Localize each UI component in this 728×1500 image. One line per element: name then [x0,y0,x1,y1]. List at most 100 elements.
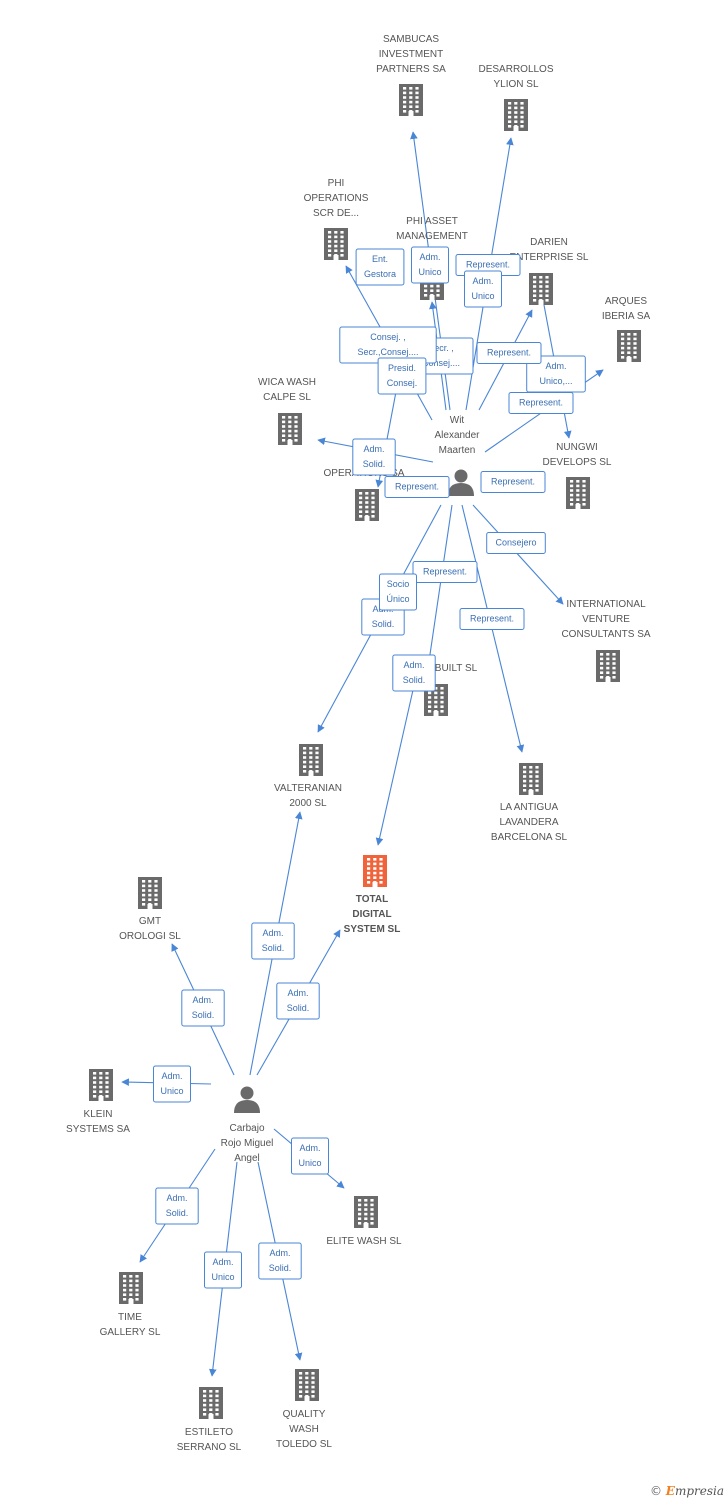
edge-label-text: Adm.Solid. [269,1248,292,1273]
edge-label-wit-to-darien[interactable]: Adm.Unico [464,270,502,308]
edge-label-wit-to-ivc[interactable]: Consejero [486,532,546,554]
edge-label-wit-to-total[interactable]: Adm.Solid. [392,654,436,692]
building-icon [355,489,379,521]
edge-label-extra-3[interactable]: Represent. [476,342,542,364]
brand-logo: Empresia [665,1484,724,1498]
node-label: ELITE WASH SL [326,1236,402,1247]
building-icon [519,763,543,795]
building-icon [278,413,302,445]
edge-label-wit-to-built[interactable]: Represent. [412,561,478,583]
edge-label-carbajo-to-gmt[interactable]: Adm.Solid. [181,989,225,1027]
edge-label-wit-to-phi_ops[interactable]: Ent.Gestora [355,248,405,286]
building-icon [138,877,162,909]
building-icon [89,1069,113,1101]
edge-label-extra-1[interactable]: Represent. [480,471,546,493]
node-label: BUILT SL [435,663,478,674]
edge-label-text: Secr. ,Consej.... [422,343,460,368]
footer-brand[interactable]: © Empresia [650,1484,724,1498]
edge-label-text: Adm.Unico [298,1143,321,1168]
edge-label-wit-to-sambucas[interactable]: Adm.Unico [411,246,449,284]
copyright-symbol: © [649,1484,662,1498]
building-icon [354,1196,378,1228]
building-icon [529,273,553,305]
edge-label-wit-to-arques[interactable]: Represent. [508,392,574,414]
edge-label-text: Adm.Solid. [166,1193,189,1218]
building-icon [324,228,348,260]
edge-label-carbajo-to-quality[interactable]: Adm.Solid. [258,1242,302,1280]
edge-label-text: Represent. [470,614,514,624]
edge-label-text: Adm.Unico,... [539,361,572,386]
person-icon [234,1086,260,1113]
edge-label-text: Represent. [519,398,563,408]
edge-label-text: Adm.Unico [160,1071,183,1096]
building-icon [504,99,528,131]
node-elite[interactable]: ELITE WASH SL [326,1196,402,1247]
building-icon [299,744,323,776]
edge-label-extra-2[interactable]: Adm.Solid. [352,438,396,476]
edge-label-text: Represent. [487,348,531,358]
building-icon [566,477,590,509]
edge-label-text: Represent. [466,260,510,270]
building-icon [199,1387,223,1419]
edge-label-text: Presid.Consej. [387,363,418,388]
building-icon [596,650,620,682]
edge-label-carbajo-to-valteranian[interactable]: Adm.Solid. [251,922,295,960]
edge-label-text: Represent. [395,482,439,492]
edge-label-carbajo-to-estileto[interactable]: Adm.Unico [204,1251,242,1289]
edge-label-text: Adm.Unico [211,1257,234,1282]
edge-label-carbajo-to-klein[interactable]: Adm.Unico [153,1065,191,1103]
edge-wit-to-built [425,504,453,669]
person-icon [448,469,474,496]
edge-label-text: Adm.Solid. [363,444,386,469]
edge-wit-to-total [375,689,414,846]
edge-label-text: Adm.Unico [418,252,441,277]
edge-label-carbajo-to-elite[interactable]: Adm.Unico [291,1137,329,1175]
edge-label-wit-to-nungwi[interactable]: Adm.Unico,... [526,355,586,393]
edge-label-text: Adm.Solid. [403,660,426,685]
edge-label-wit-to-operations[interactable]: Presid.Consej. [377,357,427,395]
edge-wit-to-ivc [472,504,564,605]
edge-label-text: Consej. ,Secr.,Consej.... [357,332,418,357]
edge-label-wit-to-antigua[interactable]: Represent. [459,608,525,630]
edge-label-carbajo-to-time[interactable]: Adm.Solid. [155,1187,199,1225]
building-icon [399,84,423,116]
edge-label-carbajo-to-total[interactable]: Adm.Solid. [276,982,320,1020]
edge-label-extra-0[interactable]: Represent. [384,476,450,498]
edge-label-text: Represent. [491,477,535,487]
edge-label-text: Ent.Gestora [364,254,396,279]
